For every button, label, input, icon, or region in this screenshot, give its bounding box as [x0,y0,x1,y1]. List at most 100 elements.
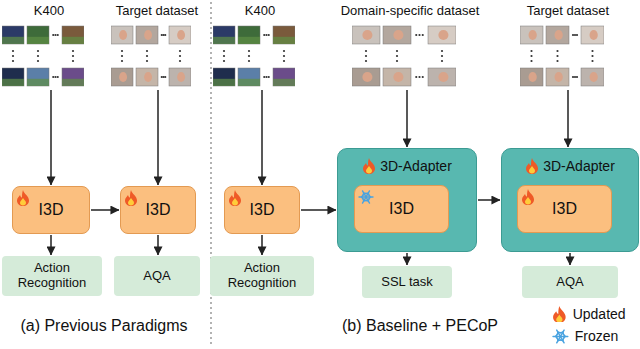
ellipsis-dot [121,50,123,52]
dataset-label: Domain-specific dataset [326,3,494,19]
dataset-label: K400 [210,3,310,19]
ellipsis-dot [146,50,148,52]
ellipsis-dot [572,76,574,78]
snowflake-branch [556,336,558,338]
thumbnail-hand [393,30,403,40]
dataset-label: Target dataset [514,3,622,19]
snowflake-arm [363,191,370,203]
task-box: SSL task [362,266,452,298]
ellipsis-dot [179,50,181,52]
ellipsis-dot [146,60,148,62]
video-thumbnail [213,26,235,44]
thumbnail-hand [119,30,127,40]
snowflake-arm [557,330,564,343]
video-thumbnail-grid [2,25,84,87]
video-thumbnail [213,68,235,86]
legend-entry: Frozen [552,327,618,345]
thumbnail-ground [213,79,235,86]
video-thumbnail-grid [352,25,456,87]
flame-inner [529,166,535,174]
video-thumbnail [2,26,24,44]
task-box: AQA [114,256,200,296]
ellipsis-dot [556,50,558,52]
flame-outer [522,189,534,205]
video-thumbnail [546,26,569,44]
ellipsis-dot [365,50,367,52]
ellipsis-dot [12,50,14,52]
video-thumbnail [352,26,380,44]
legend-entry: Updated [552,305,626,323]
thumbnail-hand [144,30,152,40]
video-thumbnail [136,26,158,44]
ellipsis-dot [164,76,166,78]
thumbnail-hand [119,72,127,82]
ellipsis-dot [283,60,285,62]
flame-outer [526,158,538,174]
snowflake-glyph [359,191,373,203]
flow-arrow [478,199,500,201]
adapter-box: 3D-AdapterI3D [501,148,639,252]
ellipsis-dot [164,34,166,36]
updated-icon [521,189,535,205]
flow-arrow [567,90,569,147]
flame-inner [556,314,562,322]
snowflake-arm [363,191,370,203]
ellipsis-dot [248,55,250,57]
flame-outer [17,190,29,206]
dataset-group: Domain-specific dataset [326,3,494,89]
flame-inner [128,198,134,206]
snowflake-branch [362,197,363,199]
adapter-heading: 3D-Adapter [338,157,476,175]
ellipsis-dot [72,50,74,52]
ellipsis-dot [146,55,148,57]
video-thumbnail [136,68,158,86]
flame-glyph [229,190,241,206]
adapter-label: 3D-Adapter [380,157,452,175]
task-label: AQA [143,269,170,284]
i3d-backbone-box: I3D [517,185,612,233]
ellipsis-dot [179,60,181,62]
ellipsis-dot [37,50,39,52]
flow-arrow [157,235,159,255]
flow-arrow [301,209,336,211]
flame-outer [229,190,241,206]
ellipsis-dot [263,76,265,78]
snowflake-glyph [553,330,568,343]
ellipsis-dot [248,60,250,62]
flame-inner [366,166,372,174]
frozen-icon [358,189,374,205]
video-thumbnail [383,26,411,44]
ellipsis-dot [556,55,558,57]
video-thumbnail [27,26,49,44]
task-box: AQA [522,266,618,298]
ellipsis-dot [415,76,417,78]
ellipsis-dot [422,76,424,78]
dataset-group: Target dataset [104,3,210,89]
ellipsis-dot [283,55,285,57]
panel-caption: (a) Previous Paradigms [20,316,187,336]
flow-arrow [157,90,159,185]
video-thumbnail [27,68,49,86]
task-label: SSL task [381,275,433,290]
ellipsis-dot [591,50,593,52]
ellipsis-dot [441,55,443,57]
ellipsis-dot [572,34,574,36]
task-box: Action Recognition [2,256,102,296]
i3d-backbone-box: I3D [354,185,449,233]
ellipsis-dot [418,34,420,36]
legend-label: Updated [573,305,626,323]
flame-glyph [522,189,534,205]
thumbnail-hand [555,72,563,82]
flame-glyph [553,306,566,323]
thumbnail-hand [177,30,185,40]
ellipsis-dot [574,76,576,78]
ellipsis-dot [12,60,14,62]
updated-icon [552,306,567,323]
frozen-icon [552,328,569,345]
flame-outer [553,306,566,323]
ellipsis-dot [283,50,285,52]
video-thumbnail [383,68,411,86]
thumbnail-ground [273,79,295,86]
ellipsis-dot [396,60,398,62]
